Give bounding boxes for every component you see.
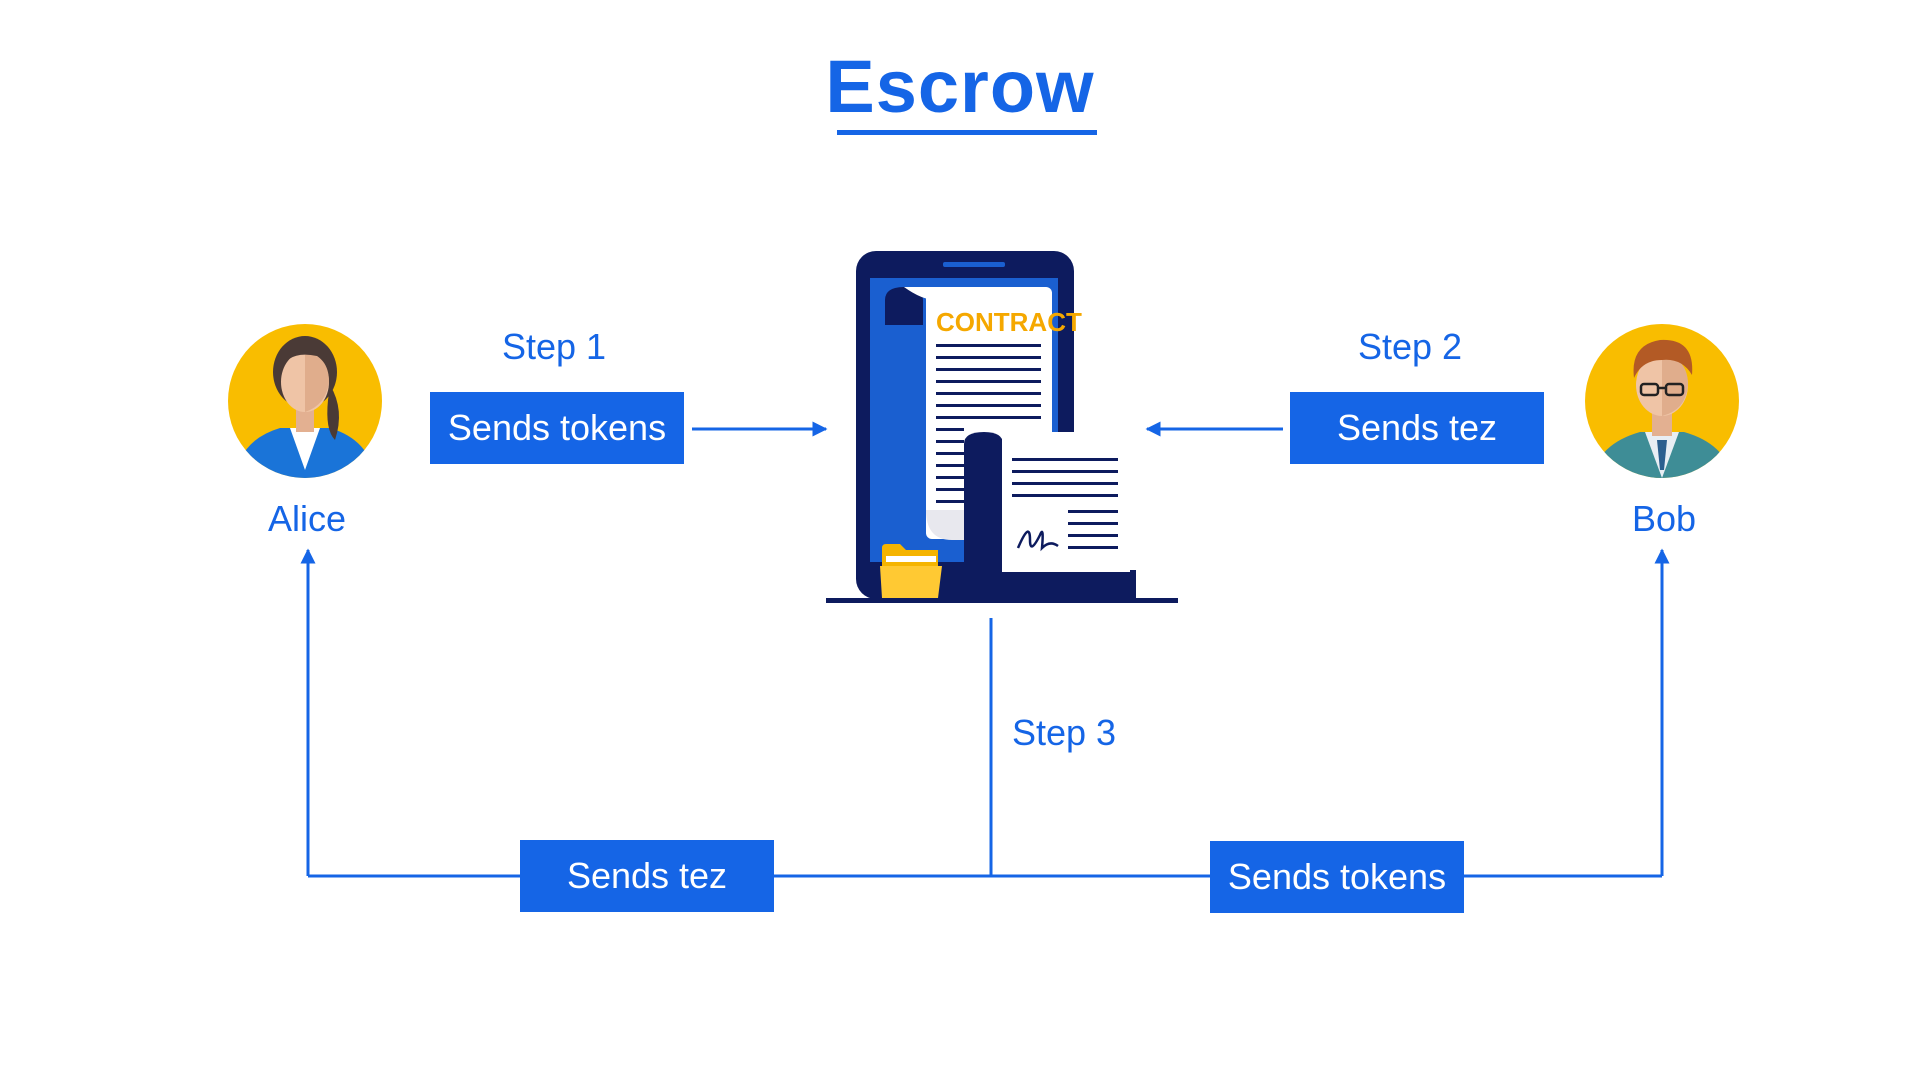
step3-label: Step 3 xyxy=(1012,712,1117,753)
title-underline xyxy=(837,130,1097,135)
alice-name: Alice xyxy=(267,498,347,539)
step2-label: Step 2 xyxy=(1358,326,1463,367)
contract-heading: CONTRACT xyxy=(936,307,1082,337)
folder-icon xyxy=(880,544,942,598)
contract-text-lines xyxy=(936,344,1041,503)
diagram-title: Escrow xyxy=(825,45,1095,128)
signature-doc-lines xyxy=(1012,458,1118,549)
step1-label: Step 1 xyxy=(502,326,607,367)
signature-icon xyxy=(1016,530,1059,552)
bob-name: Bob xyxy=(1631,498,1697,539)
step2-action-box: Sends tez xyxy=(1290,392,1544,464)
step3-to-alice-box: Sends tez xyxy=(520,840,774,912)
step3-to-bob-box: Sends tokens xyxy=(1210,841,1464,913)
step1-action-box: Sends tokens xyxy=(430,392,684,464)
